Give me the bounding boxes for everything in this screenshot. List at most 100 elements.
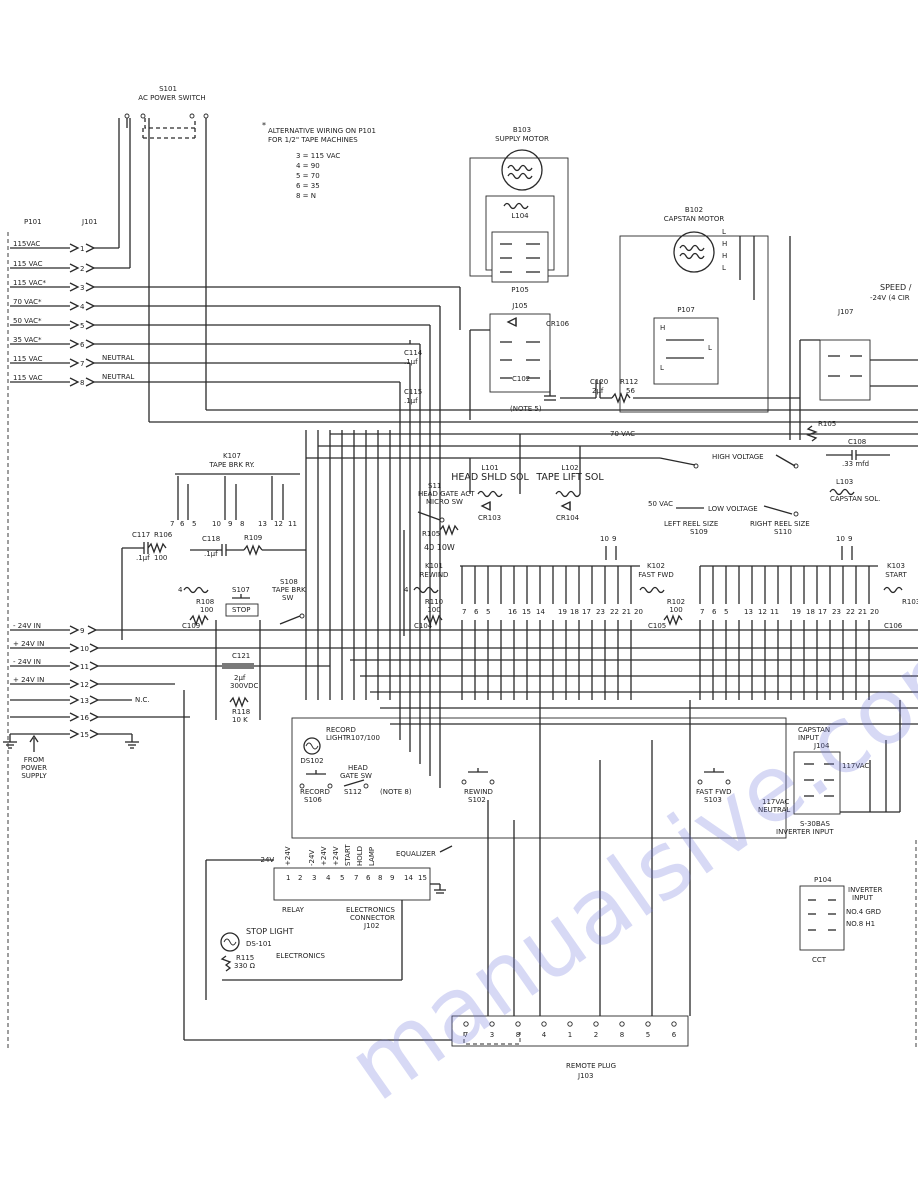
r102-label: R102: [667, 598, 685, 606]
r102-value: 100: [669, 606, 682, 614]
inverter-model: S-30BAS: [800, 820, 830, 828]
c106-label: C106: [884, 622, 903, 630]
r112-label: R112: [620, 378, 638, 386]
k107-pin: 6: [180, 520, 185, 528]
s11-name-2: MICRO SW: [426, 498, 463, 506]
b103-name: SUPPLY MOTOR: [495, 135, 549, 143]
r108-value: 100: [200, 606, 213, 614]
el-pin: 8: [378, 874, 382, 882]
c118-value: .1µf: [204, 550, 218, 558]
s102-label: S102: [468, 796, 486, 804]
c121-label: C121: [232, 652, 250, 660]
ac-pin-row: 50 VAC* 5: [10, 317, 430, 330]
relay-pin: 23: [596, 608, 605, 616]
r103-label: R103: [902, 598, 918, 606]
r115-label: R115: [236, 954, 254, 962]
dc-pin-number: 15: [80, 731, 89, 739]
relay-pin: 13: [744, 608, 753, 616]
right-reel-ref: S110: [774, 528, 792, 536]
note-line-1: ALTERNATIVE WIRING ON P101: [268, 127, 376, 135]
ac-pin-label: 115VAC: [13, 240, 40, 248]
r105-label: R105: [818, 420, 836, 428]
relay-pin: 19: [558, 608, 567, 616]
right-reel-label: RIGHT REEL SIZE: [750, 520, 810, 528]
l101-label: L101: [481, 464, 498, 472]
remote-pin-dot: [489, 1021, 495, 1027]
from-supply-2: POWER: [21, 764, 47, 772]
vac50-label: 50 VAC: [648, 500, 673, 508]
dc-pin-number: 16: [80, 714, 89, 722]
remote-pin-dot: [515, 1021, 521, 1027]
l102-name: TAPE LIFT SOL: [535, 472, 604, 483]
capstan-input-2: INPUT: [798, 734, 820, 742]
el-top-label: +24V: [320, 846, 328, 866]
k102-name: FAST FWD: [638, 571, 673, 579]
p101-label: P101: [24, 218, 42, 226]
ac-pin-label: 50 VAC*: [13, 317, 42, 325]
relay-pin: 11: [770, 608, 779, 616]
note-star: *: [262, 121, 266, 130]
ac-pin-row: 115 VAC 2: [10, 260, 130, 273]
head-solenoids: L101 HEAD SHLD SOL L102 TAPE LIFT SOL CR…: [403, 434, 853, 636]
b103-supply-motor: B103 SUPPLY MOTOR L104 P105: [469, 126, 569, 294]
ac-pin-row: 115VAC 1: [10, 240, 119, 253]
ac-pin-number: 4: [80, 303, 85, 311]
el-top-label: HOLD: [356, 846, 364, 866]
relay-pin: 22: [846, 608, 855, 616]
el-pin: 9: [390, 874, 394, 882]
v117-label: 117VAC: [842, 762, 869, 770]
ac-pin-net: NEUTRAL: [102, 354, 134, 362]
r118-label: R118: [232, 708, 250, 716]
note-map-4: 6 = 35: [296, 182, 320, 190]
ds101-label: DS-101: [246, 940, 272, 948]
k102-ref: K102: [647, 562, 665, 570]
r112-value: 56: [626, 387, 635, 395]
pin-4-label: 4: [178, 586, 183, 594]
inverter-input-2: INPUT: [852, 894, 874, 902]
s110-pin-9: 9: [848, 535, 852, 543]
gnd4-label: NO.4 GRD: [846, 908, 881, 916]
ac-pin-number: 2: [80, 265, 84, 273]
transport-switches: RECORD LIGHT R107/100 DS102 RECORD S106 …: [291, 717, 787, 839]
relay-pin: 22: [610, 608, 619, 616]
r110-label: R110: [425, 598, 443, 606]
ac-pin-label: 115 VAC: [13, 355, 43, 363]
el-pin: 15: [418, 874, 427, 882]
j105-connector: J105 CR106 C102 (NOTE 5): [469, 302, 570, 420]
relay-pin: 5: [486, 608, 490, 616]
relay-pins-k101: 7 6 5 16 15 14 19 18 17 23 22 21 20: [462, 608, 643, 616]
cct-label: CCT: [812, 956, 827, 964]
ac-pin-label: 115 VAC: [13, 260, 43, 268]
dc-pin-row: - 24V IN 11: [10, 658, 330, 671]
l102-label: L102: [561, 464, 578, 472]
c121-value-1: 2µf: [234, 674, 246, 682]
high-voltage-label: HIGH VOLTAGE: [712, 453, 764, 461]
cr106-label: CR106: [546, 320, 570, 328]
b102-name: CAPSTAN MOTOR: [664, 215, 725, 223]
j101-label: J101: [81, 218, 97, 226]
l103-label: L103: [836, 478, 853, 486]
left-reel-ref: S109: [690, 528, 708, 536]
s107-label: S107: [232, 586, 250, 594]
b102-capstan-motor: B102 CAPSTAN MOTOR L H H L P107 H L L: [619, 206, 791, 440]
c105-label: C105: [648, 622, 666, 630]
record-light-1: RECORD: [326, 726, 356, 734]
remote-pin-dot: [541, 1021, 547, 1027]
s103-label: S103: [704, 796, 722, 804]
relay-pins-k102: 7 6 5 13 12 11 19 18 17 23 22 21 20: [700, 608, 879, 616]
capstan-input-1: CAPSTAN: [798, 726, 830, 734]
relay-pin: 5: [724, 608, 728, 616]
relay-pin: 17: [582, 608, 591, 616]
electronics-connector-j102: EQUALIZER -24V +24V -24V +24V +24V START…: [205, 844, 453, 1000]
note-map-5: 8 = N: [296, 192, 316, 200]
relay-pin: 18: [570, 608, 579, 616]
s110-pin-10: 10: [836, 535, 845, 543]
remote-pin-dot: [463, 1021, 469, 1027]
ac-pin-row: 115 VAC 7 NEUTRAL: [10, 354, 410, 368]
remote-pin-label: 2: [594, 1031, 598, 1039]
c108-value: .33 mfd: [842, 460, 869, 468]
dc-pin-label: + 24V IN: [13, 640, 44, 648]
dc-pin-row: 13 N.C.: [10, 695, 150, 705]
stop-light-label: STOP LIGHT: [246, 927, 294, 936]
